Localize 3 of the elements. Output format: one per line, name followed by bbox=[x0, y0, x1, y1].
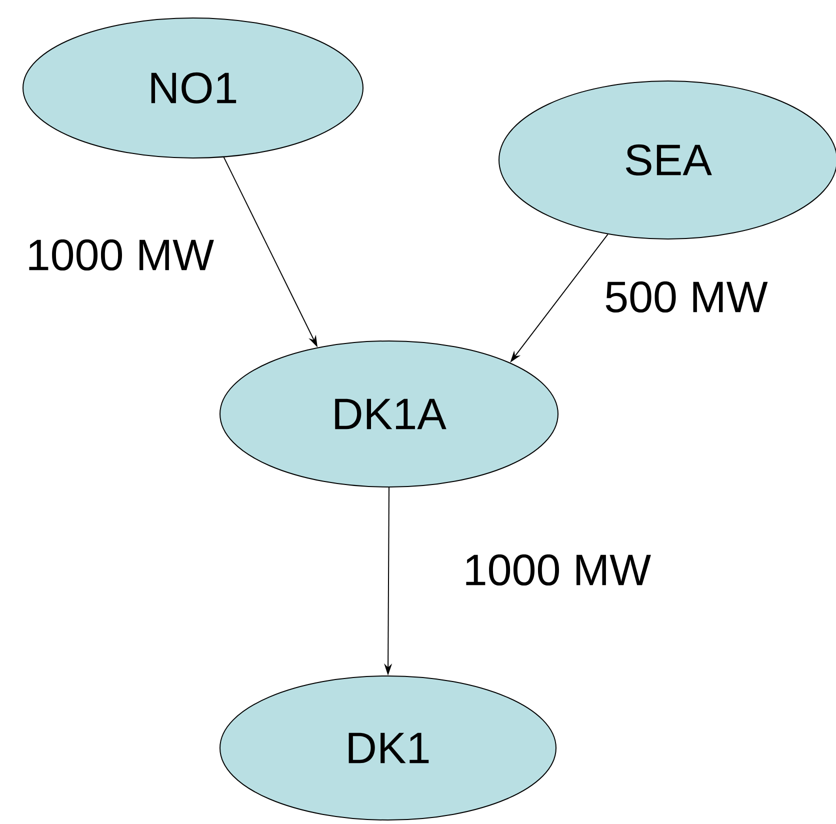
edge-label: 500 MW bbox=[606, 281, 768, 313]
edge-label: 1000 MW bbox=[29, 239, 214, 271]
edge-label: 1000 MW bbox=[466, 554, 651, 586]
